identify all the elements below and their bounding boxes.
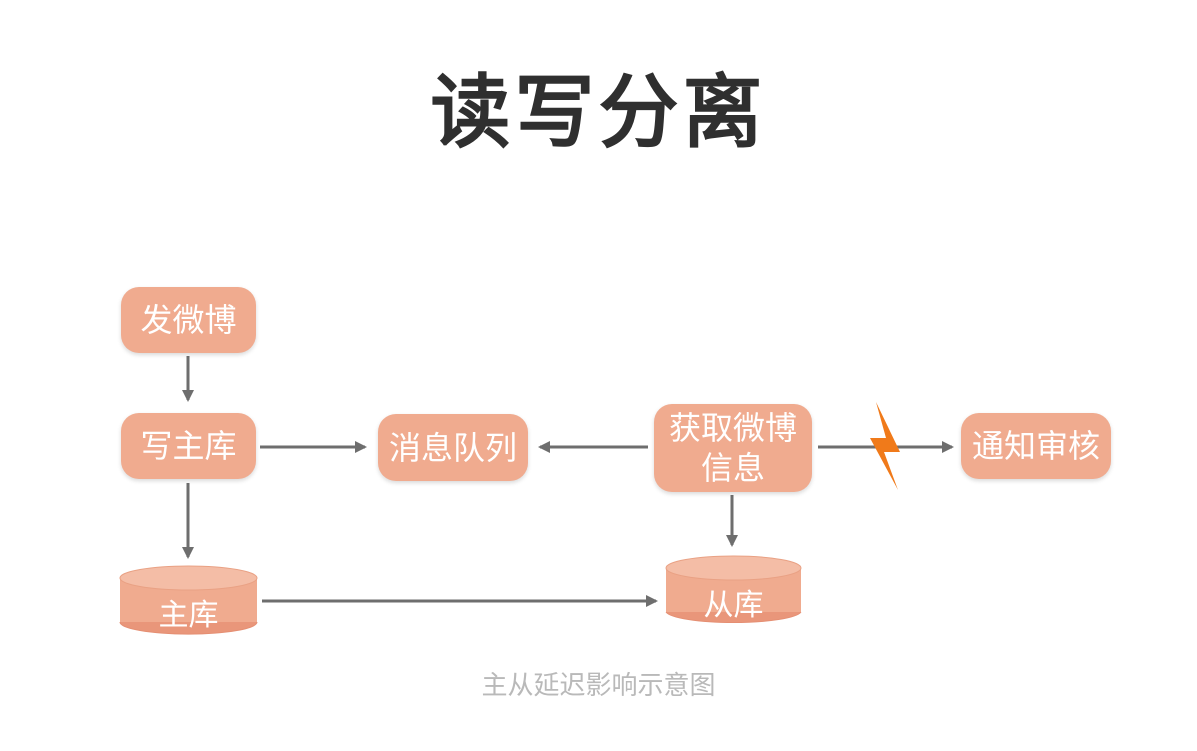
node-get-weibo-info: 获取微博信息 bbox=[654, 404, 812, 492]
db-master-shape bbox=[119, 565, 258, 635]
diagram-caption: 主从延迟影响示意图 bbox=[481, 671, 716, 701]
db-master-label: 主库 bbox=[158, 598, 219, 633]
db-slave-label: 从库 bbox=[703, 588, 764, 623]
lightning-icon bbox=[870, 402, 900, 490]
node-write-master: 写主库 bbox=[121, 413, 256, 479]
db-slave-shape bbox=[665, 555, 802, 624]
node-notify-review: 通知审核 bbox=[961, 413, 1111, 479]
node-post-weibo: 发微博 bbox=[121, 287, 256, 353]
node-message-queue: 消息队列 bbox=[378, 414, 528, 481]
page-title: 读写分离 bbox=[430, 66, 767, 159]
